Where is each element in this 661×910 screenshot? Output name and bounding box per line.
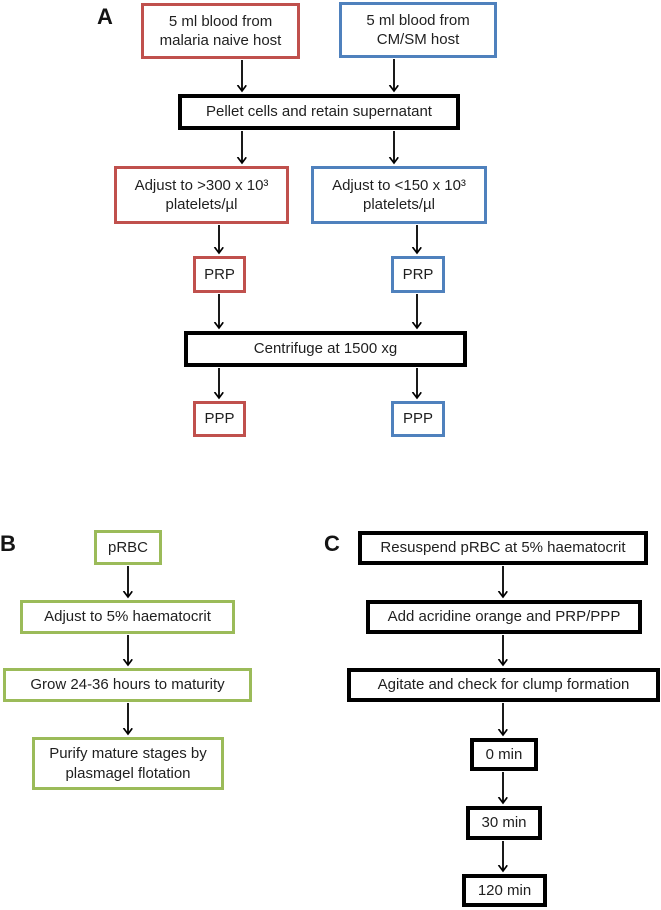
box-centrifuge: Centrifuge at 1500 xg xyxy=(184,331,467,367)
box-timepoint-120min: 120 min xyxy=(462,874,547,907)
panel-b-label: B xyxy=(0,531,16,556)
panel-c-label: C xyxy=(324,531,340,556)
box-prp-cmsm: PRP xyxy=(391,256,445,293)
box-cmsm-blood: 5 ml blood from CM/SM host xyxy=(339,2,497,58)
box-grow-to-maturity: Grow 24-36 hours to maturity xyxy=(3,668,252,702)
panel-a-label: A xyxy=(97,4,113,29)
box-naive-blood: 5 ml blood from malaria naive host xyxy=(141,3,300,59)
box-resuspend-prbc: Resuspend pRBC at 5% haematocrit xyxy=(358,531,648,565)
box-prp-naive: PRP xyxy=(193,256,246,293)
box-agitate-check-clumps: Agitate and check for clump formation xyxy=(347,668,660,702)
box-adjust-haematocrit: Adjust to 5% haematocrit xyxy=(20,600,235,634)
box-adjust-platelets-naive: Adjust to >300 x 10³ platelets/µl xyxy=(114,166,289,224)
box-timepoint-30min: 30 min xyxy=(466,806,542,840)
box-pellet-cells: Pellet cells and retain supernatant xyxy=(178,94,460,130)
box-timepoint-0min: 0 min xyxy=(470,738,538,771)
box-ppp-naive: PPP xyxy=(193,401,246,437)
box-ppp-cmsm: PPP xyxy=(391,401,445,437)
box-purify-mature-stages: Purify mature stages by plasmagel flotat… xyxy=(32,737,224,790)
box-add-acridine-orange: Add acridine orange and PRP/PPP xyxy=(366,600,642,634)
box-prbc: pRBC xyxy=(94,530,162,565)
box-adjust-platelets-cmsm: Adjust to <150 x 10³ platelets/µl xyxy=(311,166,487,224)
